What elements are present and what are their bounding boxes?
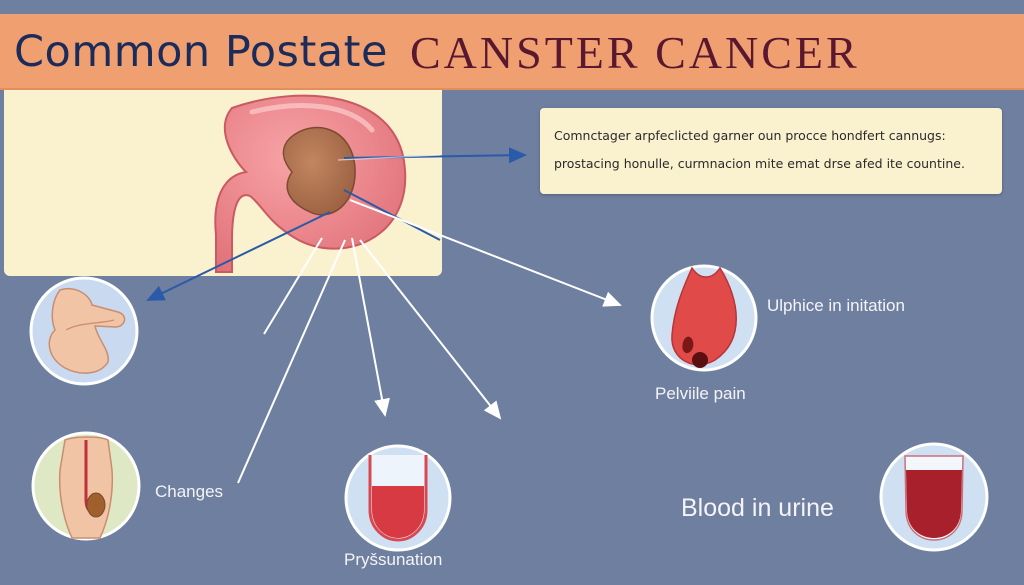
info-line-1: Comnctager arpfeclicted garner oun procc…: [554, 128, 946, 143]
title-part-1: Common Postate: [14, 27, 388, 77]
label-irritation: Ulphice in initation: [767, 296, 905, 315]
curled-body-icon: [29, 276, 139, 386]
title-banner: [0, 14, 1024, 90]
blood-cup-icon: [879, 442, 989, 552]
info-line-2: prostacing honulle, curmnacion mite emat…: [554, 156, 965, 171]
title-part-2: CANSTER CANCER: [409, 26, 860, 78]
test-tube-icon: [344, 444, 452, 552]
torso-icon: [31, 431, 141, 541]
page-title: Common Postate CANSTER CANCER: [14, 22, 860, 82]
prostate-organ-icon: [214, 94, 407, 273]
bladder-icon: [650, 264, 758, 372]
label-changes: Changes: [155, 482, 224, 501]
label-pressure: Pryšsunation: [344, 550, 443, 569]
arrow-lines: [146, 147, 622, 484]
info-box: Comnctager arpfeclicted garner oun procc…: [540, 108, 1002, 194]
label-pelvic-pain: Pelviile pain: [655, 384, 746, 403]
label-blood-in-urine: Blood in urine: [681, 494, 834, 522]
